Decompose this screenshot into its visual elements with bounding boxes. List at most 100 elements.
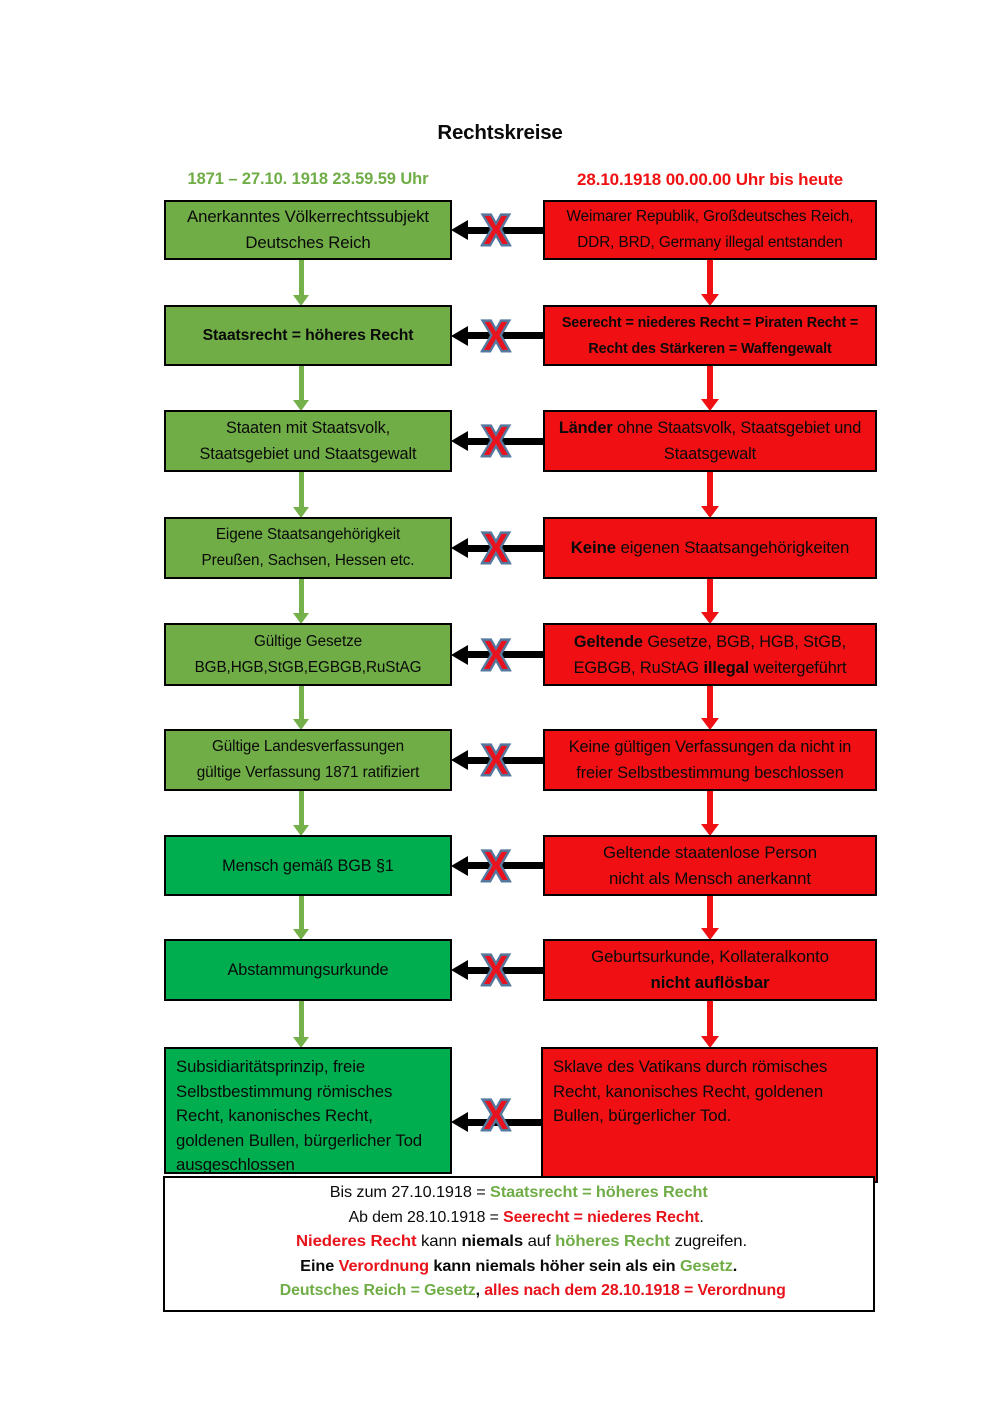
right-flow-arrow-7-shaft <box>707 896 713 929</box>
text-run: Staatsgebiet und Staatsgewalt <box>199 445 417 463</box>
right-flow-arrow-2-head <box>701 399 719 411</box>
left-flow-arrow-7-head <box>292 929 309 940</box>
summary-line: Niederes Recht kann niemals auf höheres … <box>168 1230 876 1255</box>
right-flow-arrow-8-head <box>701 1036 719 1048</box>
text-run: Anerkanntes Völkerrechtssubjekt <box>187 207 429 226</box>
flow-box-left-8: Abstammungsurkunde <box>164 939 452 1001</box>
text-run: Weimarer Republik, Großdeutsches Reich, <box>566 208 854 225</box>
box-text-line: Staatsrecht = höheres Recht <box>168 323 448 349</box>
flow-box-right-5: Geltende Gesetze, BGB, HGB, StGB,EGBGB, … <box>543 623 877 686</box>
not-equal-arrow-7-shaft <box>466 862 543 869</box>
text-run: Preußen, Sachsen, Hessen etc. <box>201 552 415 569</box>
not-equal-arrow-1-shaft <box>466 226 543 234</box>
left-flow-arrow-7-shaft <box>298 896 304 930</box>
text-run: Verordnung <box>338 1257 430 1275</box>
flow-box-left-7: Mensch gemäß BGB §1 <box>164 835 452 896</box>
text-run: Seerecht = niederes Recht <box>502 1208 700 1226</box>
not-equal-arrow-6-head <box>451 750 468 770</box>
box-text-line: Deutsches Reich <box>168 230 448 256</box>
blocked-x-outline: X <box>481 523 510 574</box>
text-run: Eigene Staatsangehörigkeit <box>215 526 401 543</box>
text-run: Geburtsurkunde, Kollateralkonto <box>591 947 829 966</box>
text-run: Staatsrecht = höheres Recht <box>202 326 414 344</box>
right-column-header: 28.10.1918 00.00.00 Uhr bis heute <box>576 170 844 189</box>
box-text-line: Geltende Gesetze, BGB, HGB, StGB, <box>547 629 873 655</box>
box-text-line: nicht als Mensch anerkannt <box>547 866 873 892</box>
box-text-line: Staaten mit Staatsvolk, <box>168 415 448 441</box>
box-text-line: Geltende staatenlose Person <box>547 840 873 866</box>
box-text-line: goldenen Bullen, bürgerlicher Tod <box>176 1129 446 1154</box>
left-column-header: 1871 – 27.10. 1918 23.59.59 Uhr <box>187 170 429 188</box>
text-run: illegal <box>703 658 750 677</box>
right-flow-arrow-2-shaft <box>707 366 713 400</box>
left-flow-arrow-5-head <box>292 719 309 730</box>
text-run: Gesetz <box>680 1257 734 1275</box>
text-run: nicht als Mensch anerkannt <box>609 868 811 888</box>
left-flow-arrow-4-head <box>292 613 309 624</box>
blocked-x-glyph: X <box>483 947 509 993</box>
right-flow-arrow-1-head <box>701 294 719 306</box>
blocked-x-outline: X <box>481 945 510 996</box>
not-equal-arrow-8-shaft <box>466 966 543 974</box>
text-run: zugreifen. <box>670 1233 748 1251</box>
text-run: Keine <box>570 538 616 557</box>
summary-line: Ab dem 28.10.1918 = Seerecht = niederes … <box>172 1206 880 1231</box>
text-run: Recht, kanonisches Recht, <box>176 1106 373 1125</box>
text-run: Selbstbestimmung römisches <box>176 1081 393 1101</box>
text-run: BGB,HGB,StGB,EGBGB,RuStAG <box>194 658 422 676</box>
left-flow-arrow-3-shaft <box>298 472 304 508</box>
text-run: weitergeführt <box>749 658 847 677</box>
text-run: Staaten mit Staatsvolk, <box>225 419 391 437</box>
right-flow-arrow-5-shaft <box>707 686 713 719</box>
flow-box-right-1: Weimarer Republik, Großdeutsches Reich,D… <box>543 200 877 260</box>
not-equal-arrow-6-shaft <box>466 756 543 764</box>
text-run: auf <box>523 1233 556 1251</box>
text-run: Bis zum 27.10.1918 = <box>329 1184 491 1201</box>
summary-line-text: Niederes Recht kann niemals auf höheres … <box>297 1230 748 1255</box>
not-equal-arrow-4-head <box>451 538 468 558</box>
text-run: Länder <box>558 419 613 437</box>
text-run: Staatsgewalt <box>663 445 757 463</box>
left-flow-arrow-5-shaft <box>298 686 304 720</box>
box-text-line: Subsidiaritätsprinzip, freie <box>176 1055 446 1080</box>
box-text-line: Eigene Staatsangehörigkeit <box>168 522 448 548</box>
not-equal-arrow-1-head <box>451 220 468 240</box>
flow-box-right-6: Keine gültigen Verfassungen da nicht in f… <box>543 729 877 791</box>
right-flow-arrow-7-head <box>701 928 719 940</box>
summary-line: Bis zum 27.10.1918 = Staatsrecht = höher… <box>165 1181 873 1206</box>
text-run: Gesetze, BGB, HGB, StGB, <box>642 632 847 651</box>
blocked-x-glyph: X <box>483 525 509 571</box>
box-text-line: Preußen, Sachsen, Hessen etc. <box>168 548 448 574</box>
blocked-x-glyph: X <box>483 737 509 783</box>
text-run: kann niemals höher sein als ein <box>429 1257 681 1275</box>
summary-line-text: Eine Verordnung kann niemals höher sein … <box>300 1255 737 1280</box>
left-flow-arrow-4-shaft <box>298 579 304 614</box>
box-text-line: freier Selbstbestimmung beschlossen <box>547 760 873 786</box>
page-title: Rechtskreise <box>437 121 563 144</box>
right-flow-arrow-1-shaft <box>707 260 713 295</box>
text-run: gültige Verfassung 1871 ratifiziert <box>196 764 420 781</box>
text-run: . <box>699 1208 704 1226</box>
box-text-line: Abstammungsurkunde <box>168 957 448 983</box>
text-run: ausgeschlossen <box>176 1155 295 1174</box>
flow-box-right-3: Länder ohne Staatsvolk, Staatsgebiet und… <box>543 410 877 472</box>
left-flow-arrow-8-shaft <box>298 1001 304 1038</box>
box-text-line: nicht auflösbar <box>547 970 873 996</box>
left-flow-arrow-6-shaft <box>298 791 304 826</box>
left-flow-arrow-6-head <box>292 825 309 836</box>
blocked-x-glyph: X <box>483 842 509 889</box>
blocked-x-glyph: X <box>483 418 509 464</box>
text-run: Geltende staatenlose Person <box>603 842 817 862</box>
text-run: Mensch gemäß BGB §1 <box>222 856 394 875</box>
box-text-line: Anerkanntes Völkerrechtssubjekt <box>168 204 448 230</box>
text-run: Keine gültigen Verfassungen da nicht in <box>568 738 852 756</box>
box-text-line: Geburtsurkunde, Kollateralkonto <box>547 944 873 970</box>
left-flow-arrow-3-head <box>292 507 309 518</box>
